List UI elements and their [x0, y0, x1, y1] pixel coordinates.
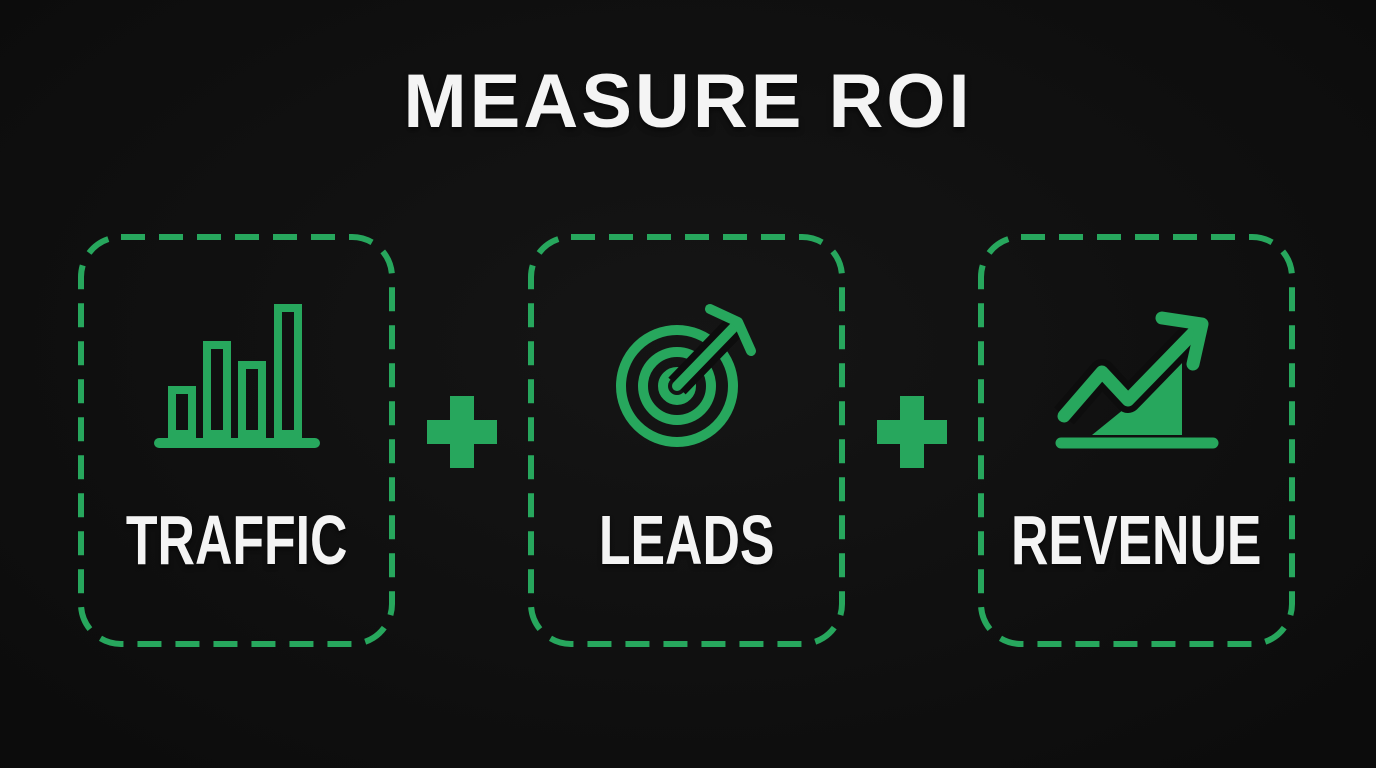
- card-label-traffic: TRAFFIC: [125, 501, 348, 579]
- growth-arrow-icon: [1052, 294, 1222, 459]
- dashed-border: [978, 234, 1295, 647]
- card-traffic: TRAFFIC: [78, 234, 395, 647]
- bar-chart-icon: [153, 294, 320, 459]
- separator: [845, 234, 978, 468]
- card-revenue: REVENUE: [978, 234, 1295, 647]
- plus-icon: [876, 396, 947, 468]
- card-label-revenue: REVENUE: [1011, 501, 1262, 579]
- dashed-border: [528, 234, 845, 647]
- separator: [395, 234, 528, 468]
- page-title: MEASURE ROI: [403, 59, 973, 144]
- dashed-border: [78, 234, 395, 647]
- card-leads: LEADS: [528, 234, 845, 647]
- target-arrow-icon: [602, 294, 772, 459]
- plus-icon: [426, 396, 497, 468]
- card-label-leads: LEADS: [598, 501, 775, 579]
- cards-row: TRAFFIC LEADS: [78, 234, 1295, 647]
